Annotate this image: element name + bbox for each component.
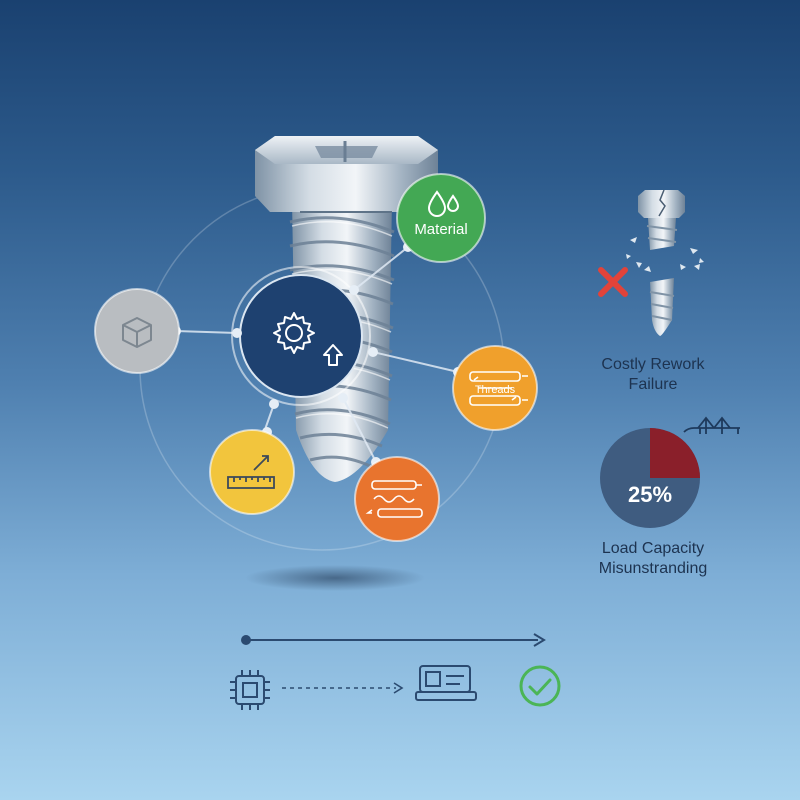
- failure-panel: Costly Rework Failure: [598, 189, 706, 393]
- process-timeline: [230, 633, 561, 710]
- screw-shadow: [245, 565, 425, 591]
- load-value-label: 25%: [628, 482, 672, 507]
- load-caption-line1: Load Capacity: [602, 540, 704, 557]
- factor-label-thread: Threads: [475, 384, 516, 396]
- hub-node: [231, 266, 371, 406]
- load-caption-line2: Misunstranding: [599, 560, 708, 577]
- ruler-arrow-icon: [227, 455, 275, 489]
- water-drops-icon: [427, 190, 460, 217]
- step-connector-arrowhead: [393, 682, 404, 694]
- load-panel: 25% Load Capacity Misunstranding: [599, 416, 740, 577]
- torque-flow-icon: [365, 480, 423, 518]
- factor-node-measurement: [209, 429, 295, 515]
- factor-node-material: Material: [396, 173, 486, 263]
- thread-arrows-icon: [469, 371, 528, 406]
- chip-icon: [230, 670, 270, 710]
- broken-screw-icon: [626, 189, 704, 336]
- red-x-icon: [598, 267, 628, 297]
- check-circle-icon: [519, 665, 561, 707]
- timeline-start-dot: [241, 635, 251, 645]
- pie-slice: [650, 428, 700, 478]
- timeline-arrowhead: [533, 633, 546, 647]
- failure-title-line2: Failure: [629, 376, 678, 393]
- factor-node-torque: [354, 456, 440, 542]
- failure-title-line1: Costly Rework: [601, 356, 705, 373]
- gear-upgrade-icon: [273, 312, 343, 366]
- factor-node-geometry: [94, 288, 180, 374]
- connector-lines: [175, 246, 459, 463]
- factor-node-thread: Threads: [452, 345, 538, 431]
- factor-label-material: Material: [414, 221, 467, 238]
- bridge-icon: [683, 416, 740, 434]
- machine-icon: [415, 665, 477, 701]
- cube-icon: [122, 317, 152, 348]
